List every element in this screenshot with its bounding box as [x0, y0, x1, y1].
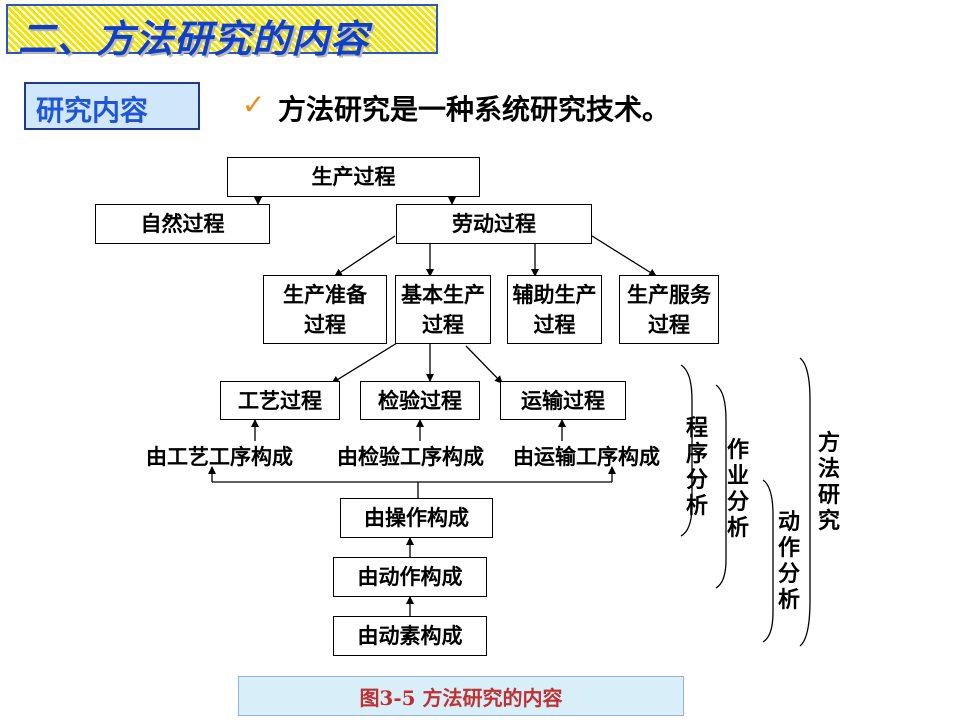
title-banner: 二、方法研究的内容 — [6, 4, 438, 61]
statement-text: 方法研究是一种系统研究技术。 — [278, 93, 671, 126]
bracket-label-motion: 动作分析 — [777, 510, 800, 613]
node-aux: 辅助生产过程 — [507, 275, 602, 344]
figure-caption-box: 图3-5 方法研究的内容 — [238, 676, 684, 716]
node-natural: 自然过程 — [95, 204, 270, 244]
slide-title: 二、方法研究的内容 — [18, 17, 370, 61]
label-inspect-steps: 由检验工序构成 — [337, 445, 484, 469]
arrow-basic-transport — [465, 345, 503, 384]
node-basic: 基本生产过程 — [395, 275, 491, 344]
bracket-motion — [762, 479, 774, 643]
node-production: 生产过程 — [227, 157, 480, 197]
node-transport: 运输过程 — [500, 381, 626, 420]
section-badge: 研究内容 — [24, 82, 200, 130]
node-craft: 工艺过程 — [220, 381, 340, 420]
connector-op-steps — [212, 481, 612, 498]
label-craft-steps: 由工艺工序构成 — [146, 445, 293, 469]
node-operation: 由操作构成 — [340, 498, 493, 538]
node-labor: 劳动过程 — [396, 204, 592, 244]
node-inspect: 检验过程 — [360, 381, 480, 420]
arrow-basic-craft — [331, 342, 398, 384]
node-action: 由动作构成 — [333, 557, 487, 597]
arrow-labor-prep — [334, 235, 396, 277]
section-badge-label: 研究内容 — [36, 94, 149, 127]
label-transport-steps: 由运输工序构成 — [513, 445, 660, 469]
bracket-procedure — [680, 364, 693, 537]
node-service: 生产服务过程 — [619, 275, 719, 344]
arrow-labor-service — [591, 235, 657, 277]
checkmark-icon: ✓ — [242, 88, 266, 121]
bracket-label-operation: 作业分析 — [726, 438, 749, 541]
figure-caption: 图3-5 方法研究的内容 — [359, 685, 563, 710]
bracket-operation — [715, 384, 727, 589]
node-element: 由动素构成 — [333, 616, 487, 656]
bracket-method — [799, 357, 811, 647]
node-prep: 生产准备过程 — [263, 275, 387, 344]
bracket-label-procedure: 程序分析 — [685, 416, 708, 519]
bracket-label-method: 方法研究 — [817, 431, 840, 534]
